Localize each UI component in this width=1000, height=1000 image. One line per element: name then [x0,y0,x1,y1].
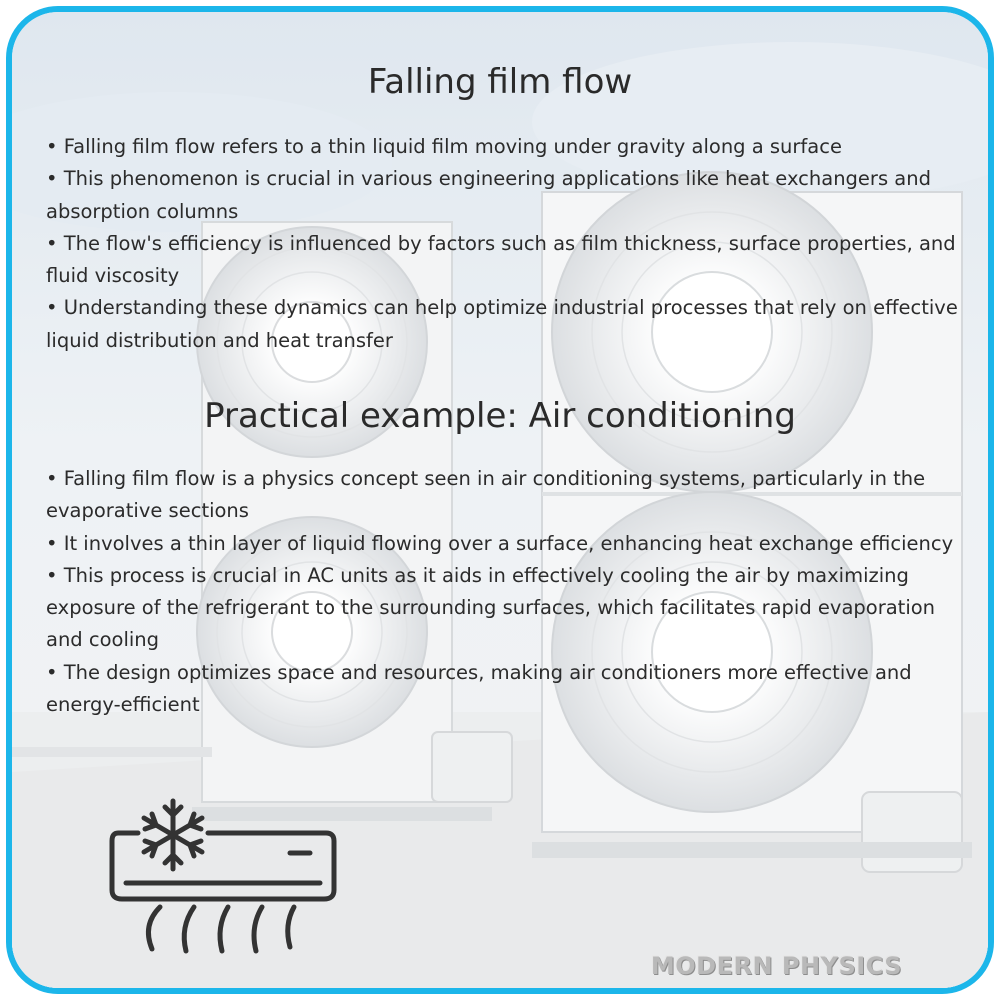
bullet-item: • Understanding these dynamics can help … [46,296,958,352]
card-frame: Falling film flow • Falling film flow re… [6,6,994,994]
example-section-title: Practical example: Air conditioning [204,396,796,436]
section-title: Falling film flow [367,62,633,102]
bullet-item: • Falling film flow refers to a thin liq… [46,135,842,158]
content-layer: Falling film flow • Falling film flow re… [12,12,988,988]
bullet-item: • The design optimizes space and resourc… [46,660,912,717]
bullet-item: • It involves a thin layer of liquid flo… [46,531,954,555]
bullet-item: • This process is crucial in AC units as… [46,563,936,652]
air-conditioner-snowflake-icon [109,798,337,954]
bullet-item: • The flow's efficiency is influenced by… [46,231,956,288]
brand-logo: MODERN PHYSICS [650,952,902,980]
bullet-item: • Falling film flow is a physics concept… [46,467,926,523]
example-bullet-list: • Falling film flow is a physics concept… [46,463,976,721]
bullet-list: • Falling film flow refers to a thin liq… [46,131,976,357]
bullet-item: • This phenomenon is crucial in various … [46,167,931,223]
background-ac-units-image [12,12,988,988]
